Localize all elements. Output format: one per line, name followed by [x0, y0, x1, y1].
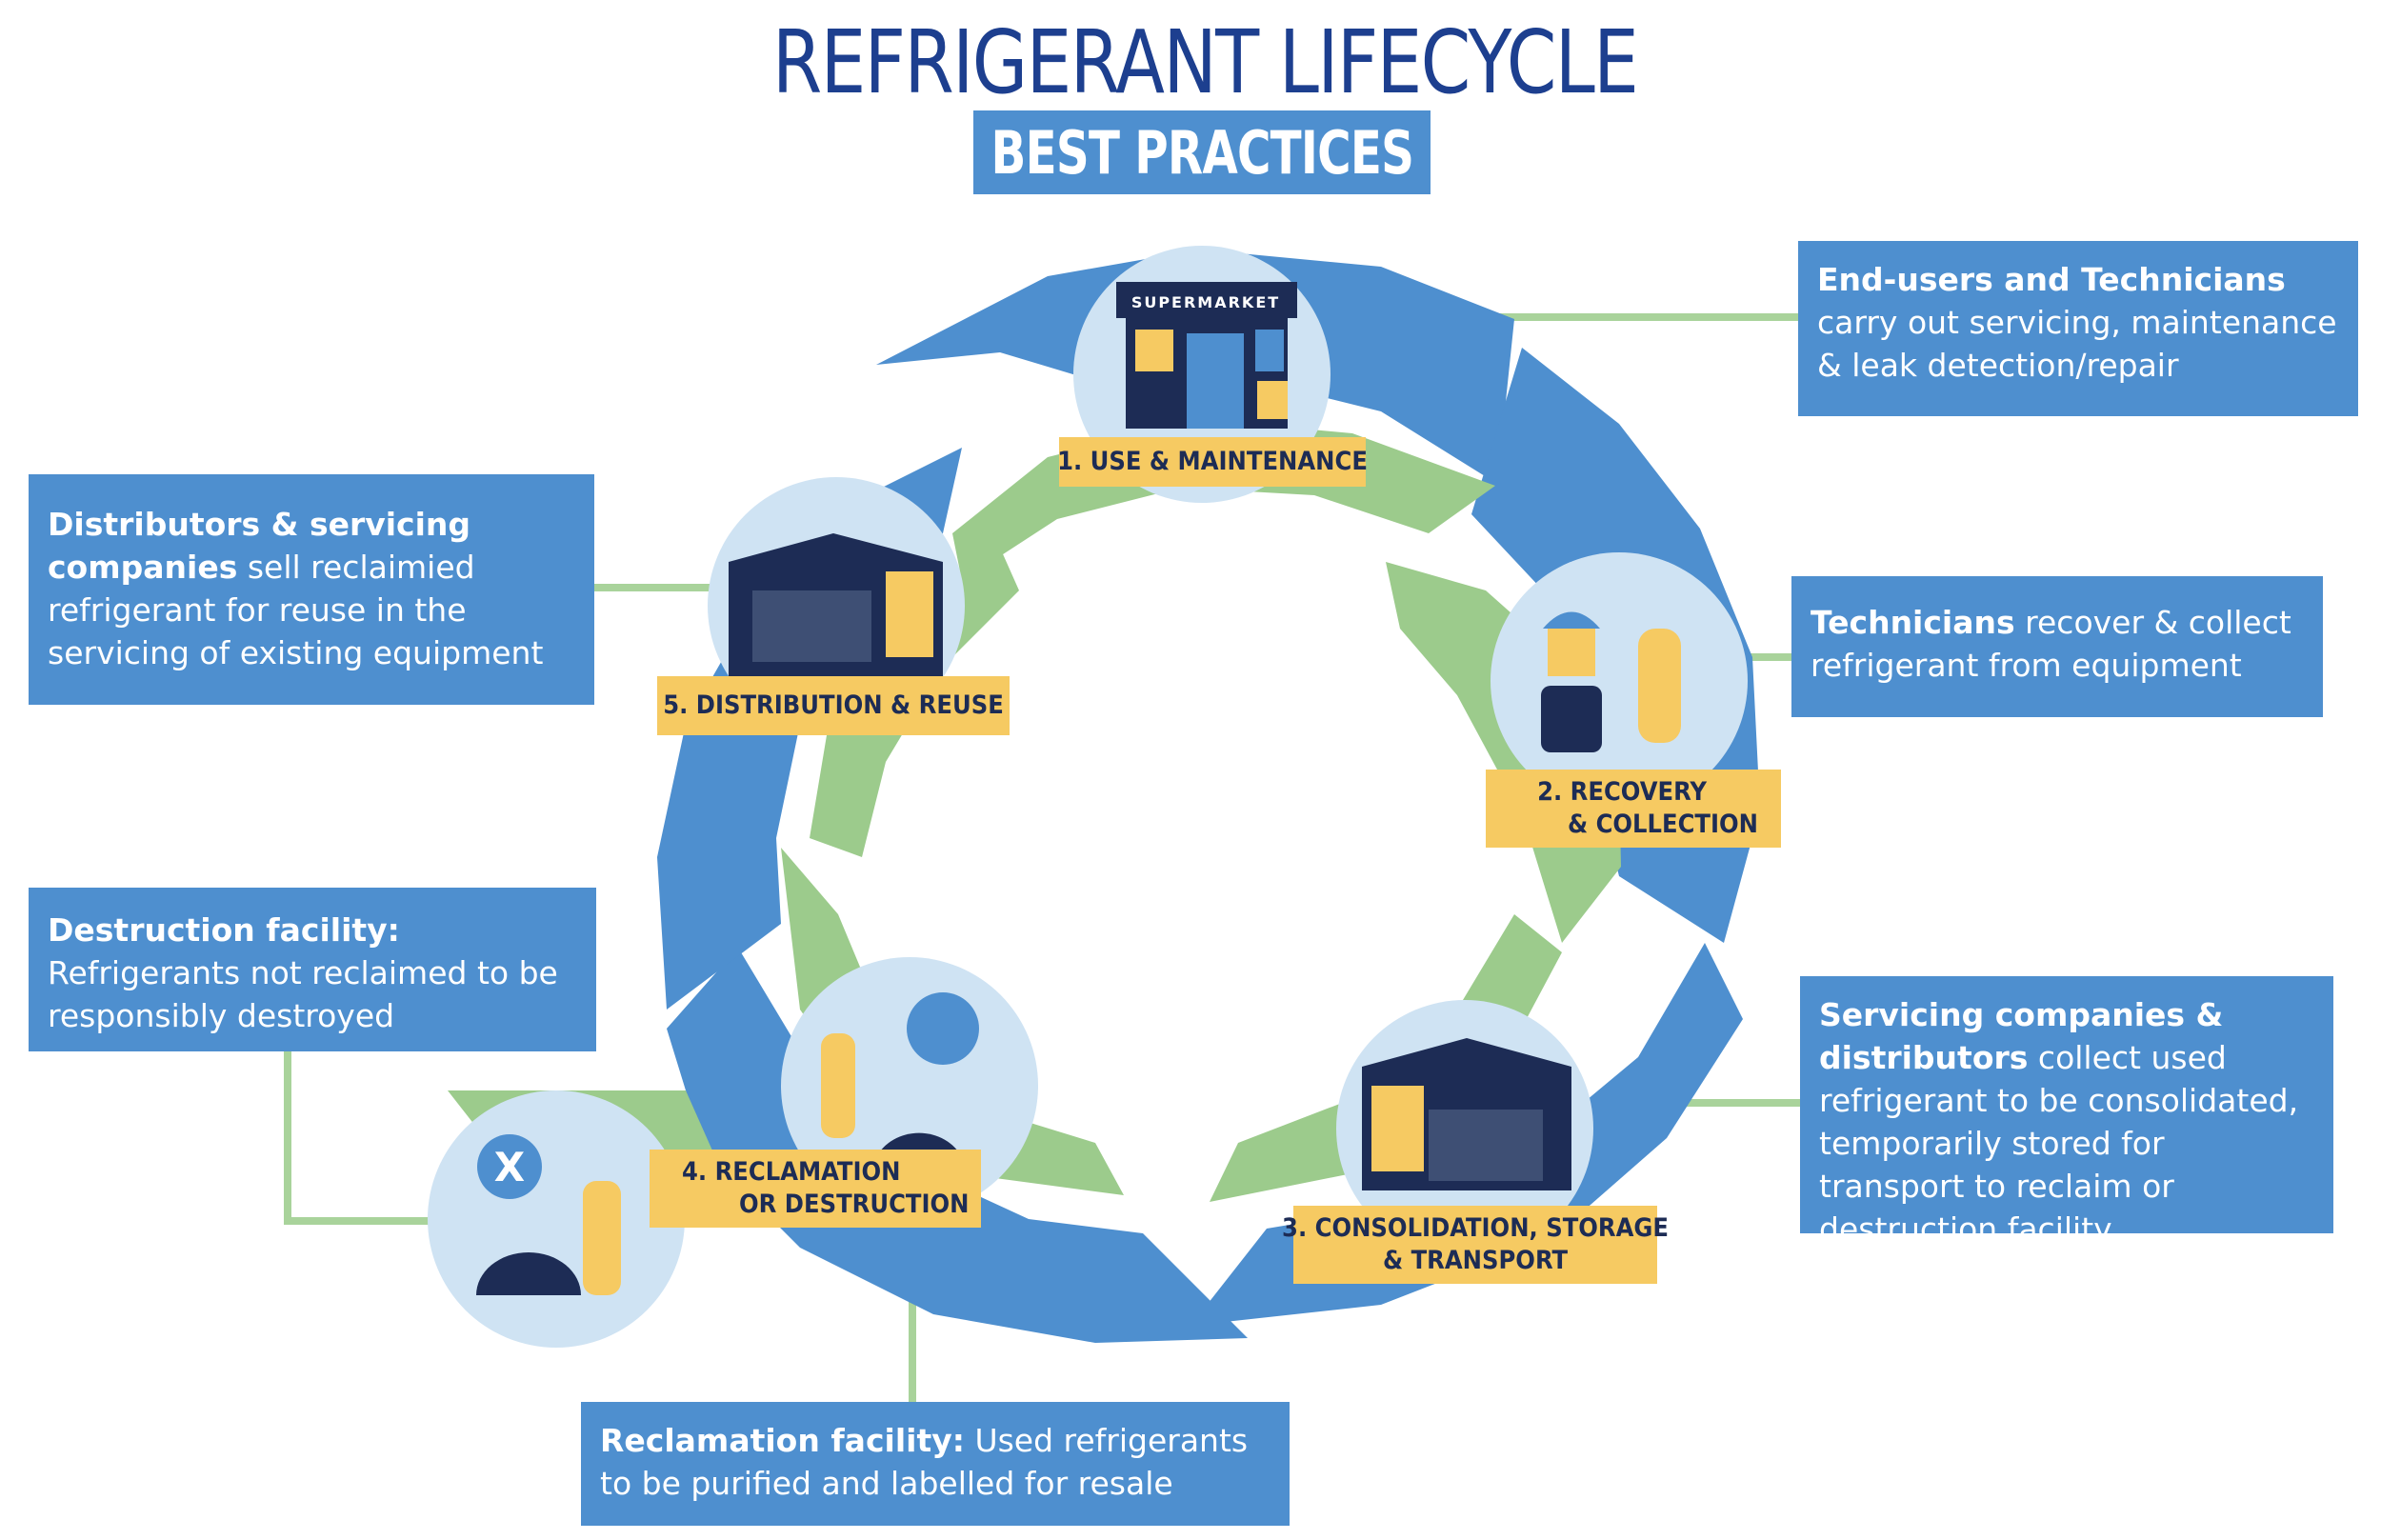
- infobox-reclamation-heading: Reclamation facility:: [600, 1422, 965, 1459]
- stage-label-distribution: 5. DISTRIBUTION & REUSE: [657, 676, 1010, 735]
- infobox-end-users-text: carry out servicing, maintenance & leak …: [1817, 304, 2337, 384]
- ring-arrow-4: [667, 948, 1248, 1343]
- infobox-destruction: Destruction facility: Refrigerants not r…: [29, 888, 596, 1051]
- infobox-end-users: End-users and Technicians carry out serv…: [1798, 241, 2358, 416]
- warehouse-truck-icon-consolidation: [1362, 1038, 1571, 1190]
- recycle-icon: [907, 992, 979, 1065]
- infobox-technicians-text: recover & collect refrigerant from equip…: [1811, 604, 2291, 684]
- stage-label-reclamation: 4. RECLAMATION OR DESTRUCTION: [650, 1150, 981, 1228]
- destroy-mark: X: [494, 1144, 525, 1190]
- infobox-reclamation: Reclamation facility: Used refrigerants …: [581, 1402, 1290, 1526]
- ring-inner-3: [1210, 914, 1562, 1202]
- circle-destruction: [428, 1090, 685, 1348]
- infobox-reclamation-text: Used refrigerants to be purified and lab…: [600, 1422, 1249, 1502]
- page-title: REFRIGERANT LIFECYCLE: [771, 11, 1639, 113]
- page-subtitle: BEST PRACTICES: [990, 117, 1413, 188]
- infobox-servicing: Servicing companies & distributors colle…: [1800, 976, 2333, 1248]
- stage-label-consolidation: 3. CONSOLIDATION, STORAGE & TRANSPORT: [1282, 1206, 1669, 1284]
- infobox-servicing-text: collect used refrigerant to be consolida…: [1819, 1039, 2299, 1248]
- infobox-destruction-heading: Destruction facility:: [48, 911, 400, 949]
- infobox-distributors-text: sell reclaimied refrigerant for reuse in…: [48, 549, 544, 671]
- infobox-end-users-heading: End-users and Technicians: [1817, 261, 2286, 298]
- infobox-servicing-heading: Servicing companies & distributors: [1819, 996, 2224, 1076]
- infobox-distributors: Distributors & servicing companies sell …: [29, 474, 594, 705]
- stage-label-use: 1. USE & MAINTENANCE: [1057, 437, 1368, 487]
- infobox-distributors-heading: Distributors & servicing companies: [48, 506, 471, 586]
- infobox-technicians-heading: Technicians: [1811, 604, 2015, 641]
- destruction-plant-icon: X: [476, 1134, 621, 1295]
- supermarket-icon: SUPERMARKET: [1116, 282, 1297, 429]
- ring-inner-2: [1386, 562, 1621, 943]
- technician-icon: [1541, 611, 1681, 752]
- infobox-destruction-text: Refrigerants not reclaimed to be respons…: [48, 954, 558, 1034]
- subtitle-banner: BEST PRACTICES: [973, 110, 1431, 194]
- connector-destruction: [284, 1048, 429, 1225]
- stage-label-recovery: 2. RECOVERY & COLLECTION: [1486, 770, 1781, 848]
- infobox-technicians: Technicians recover & collect refrigeran…: [1791, 576, 2323, 717]
- supermarket-sign: SUPERMARKET: [1131, 293, 1280, 311]
- warehouse-truck-icon-distribution: [729, 533, 943, 676]
